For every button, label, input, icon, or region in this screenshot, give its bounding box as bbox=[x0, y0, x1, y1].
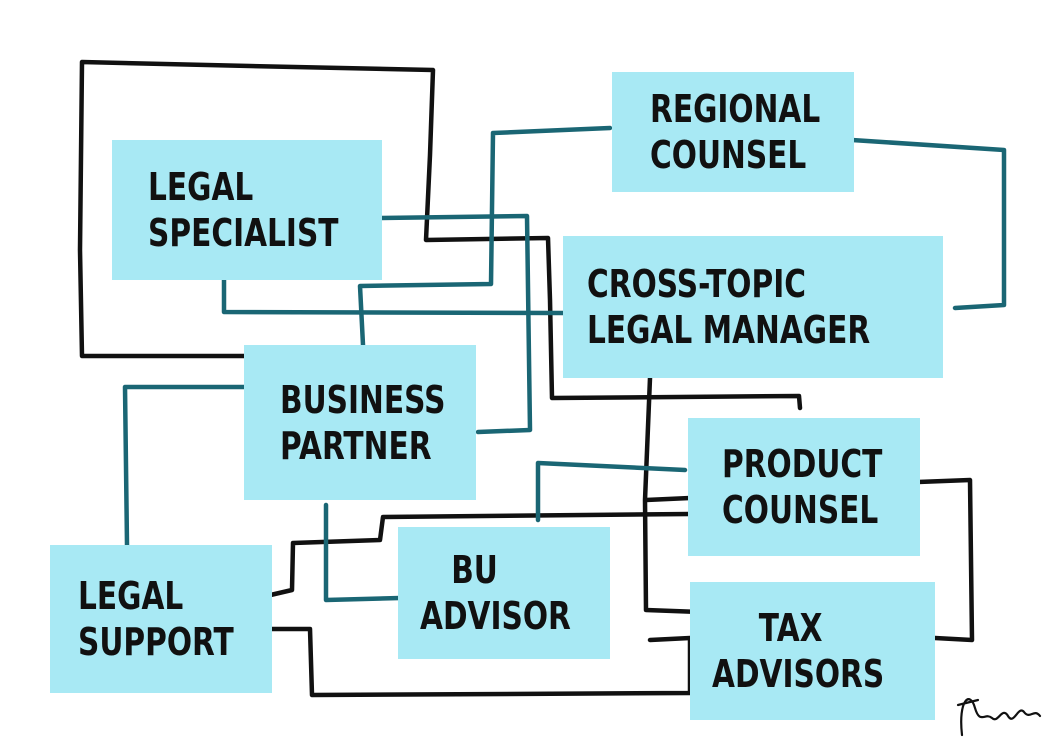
product-to-tax-line bbox=[915, 477, 975, 643]
cross-topic-line-1: CROSS-TOPIC bbox=[587, 262, 807, 306]
cross-topic-legal-manager-box: CROSS-TOPIC LEGAL MANAGER bbox=[563, 236, 943, 378]
legal-specialist-line-1: LEGAL bbox=[148, 165, 254, 209]
product-counsel-line-1: PRODUCT bbox=[722, 442, 883, 486]
business-partner-box: BUSINESS PARTNER bbox=[244, 345, 476, 500]
regional-counsel-line-1: REGIONAL bbox=[650, 87, 821, 131]
partner-to-support-line bbox=[122, 384, 248, 548]
legal-support-line-1: LEGAL bbox=[78, 574, 184, 618]
tax-advisors-box: TAX ADVISORS bbox=[690, 582, 935, 720]
product-counsel-line-2: COUNSEL bbox=[722, 488, 879, 532]
tax-advisors-line-1: TAX bbox=[758, 606, 823, 650]
manager-to-tax-line bbox=[643, 495, 693, 503]
regional-counsel-box: REGIONAL COUNSEL bbox=[612, 72, 854, 192]
legal-specialist-line-2: SPECIALIST bbox=[148, 211, 339, 255]
signature-scribble-2 bbox=[956, 698, 980, 707]
cross-topic-line-2: LEGAL MANAGER bbox=[587, 308, 871, 352]
teal-connectors bbox=[122, 125, 1007, 603]
partner-to-regional-line bbox=[357, 125, 613, 348]
outer-frame-line bbox=[77, 59, 803, 411]
manager-to-product-line bbox=[642, 375, 703, 615]
support-to-bu-line bbox=[259, 511, 693, 600]
bu-advisor-box: BU ADVISOR bbox=[398, 527, 610, 659]
business-partner-line-1: BUSINESS bbox=[280, 377, 446, 422]
business-partner-line-2: PARTNER bbox=[280, 423, 432, 468]
legal-support-line-2: SUPPORT bbox=[78, 620, 234, 664]
partner-to-bu-line bbox=[323, 502, 403, 603]
bu-advisor-line-2: ADVISOR bbox=[420, 594, 571, 638]
bu-to-product-line bbox=[535, 460, 688, 523]
product-counsel-box: PRODUCT COUNSEL bbox=[688, 418, 920, 556]
signature-scribble bbox=[960, 698, 1042, 737]
regional-counsel-line-2: COUNSEL bbox=[650, 133, 807, 177]
support-to-tax-line bbox=[252, 626, 693, 698]
specialist-to-manager-line bbox=[377, 213, 533, 435]
bu-advisor-line-1: BU bbox=[451, 548, 498, 592]
tax-advisors-line-2: ADVISORS bbox=[712, 652, 885, 696]
specialist-to-bottom-line bbox=[221, 277, 566, 316]
regional-to-manager-line bbox=[849, 137, 1007, 311]
legal-support-box: LEGAL SUPPORT bbox=[50, 545, 272, 693]
black-connectors bbox=[77, 59, 975, 698]
legal-specialist-box: LEGAL SPECIALIST bbox=[112, 140, 382, 280]
